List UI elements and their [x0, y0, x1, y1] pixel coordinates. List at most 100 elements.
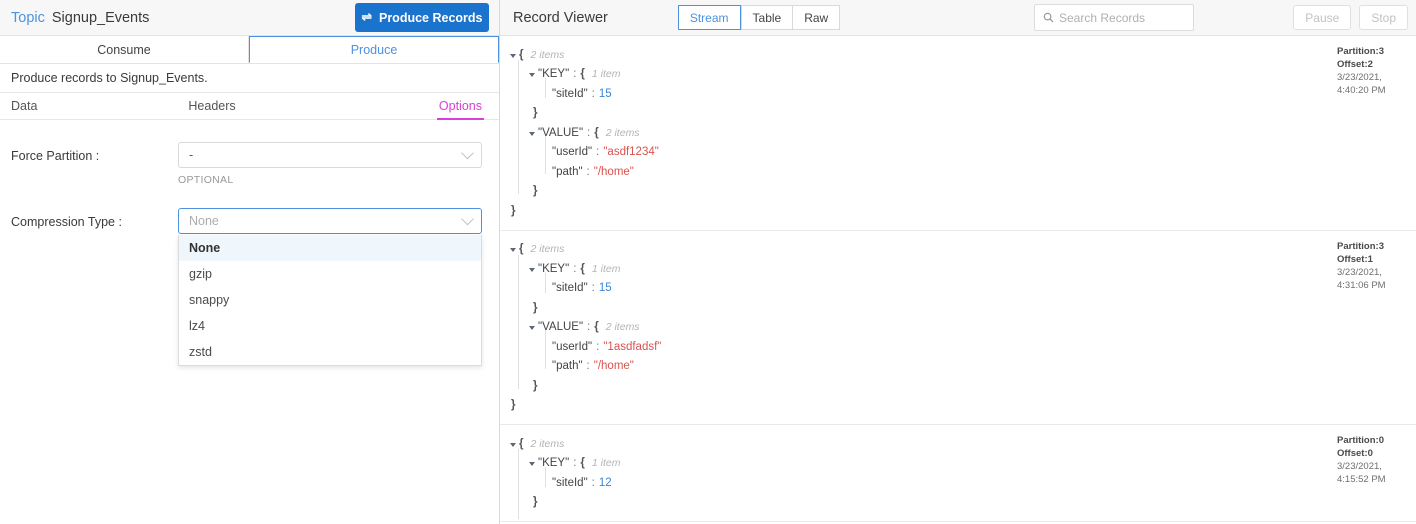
collapse-triangle-icon[interactable]: [510, 53, 516, 58]
compression-type-select[interactable]: None: [178, 208, 482, 234]
indent-guide: [518, 60, 519, 194]
dropdown-option-snappy[interactable]: snappy: [189, 293, 230, 307]
tab-raw[interactable]: Raw: [792, 5, 841, 30]
subtab-options[interactable]: Options: [436, 93, 485, 120]
record-offset: Offset:1: [1337, 253, 1373, 265]
search-records-input[interactable]: Search Records: [1034, 4, 1194, 31]
brace: }: [511, 204, 516, 217]
record-json: { 2 items "KEY" : { 1 item "siteId" : 15: [500, 240, 1416, 416]
colon: :: [573, 457, 577, 470]
json-line-root[interactable]: { 2 items: [500, 240, 1416, 260]
json-value: "1asdfadsf": [603, 340, 662, 353]
record-row[interactable]: { 2 items "KEY" : { 1 item "siteId" : 15: [500, 36, 1416, 231]
produce-records-label: Produce Records: [378, 10, 483, 25]
stop-button[interactable]: Stop: [1359, 5, 1408, 30]
json-key: "KEY": [538, 68, 570, 81]
collapse-triangle-icon[interactable]: [529, 462, 535, 467]
collapse-triangle-icon[interactable]: [510, 442, 516, 447]
produce-description: Produce records to Signup_Events.: [0, 64, 499, 93]
colon: :: [591, 476, 595, 489]
brace: }: [533, 107, 538, 120]
brace: {: [519, 48, 524, 61]
subtab-data[interactable]: Data: [11, 99, 38, 113]
collapse-triangle-icon[interactable]: [529, 73, 535, 78]
item-count: 2 items: [605, 126, 640, 139]
compression-type-dropdown: None gzip snappy lz4 zstd: [178, 235, 482, 366]
json-line-root[interactable]: { 2 items: [500, 45, 1416, 65]
tab-consume[interactable]: Consume: [0, 36, 249, 63]
force-partition-select[interactable]: -: [178, 142, 482, 168]
json-line-root[interactable]: { 2 items: [500, 434, 1416, 454]
json-line-close: }: [500, 298, 1416, 318]
json-line-userid: "userId" : "1asdfadsf": [500, 337, 1416, 357]
force-partition-hint: OPTIONAL: [178, 174, 234, 186]
json-line-value[interactable]: "VALUE" : { 2 items: [500, 318, 1416, 338]
stream-controls: Pause Stop: [1293, 5, 1408, 30]
json-line-value[interactable]: "VALUE" : { 2 items: [500, 123, 1416, 143]
item-count: 2 items: [605, 321, 640, 334]
compression-type-row: Compression Type : None None gzip snappy…: [11, 208, 482, 366]
topic-header: Topic Signup_Events ⇌ Produce Records: [0, 0, 499, 36]
tab-produce[interactable]: Produce: [249, 36, 499, 63]
json-line-key[interactable]: "KEY" : { 1 item: [500, 65, 1416, 85]
json-value: "asdf1234": [603, 146, 659, 159]
record-date: 3/23/2021,: [1337, 461, 1382, 472]
record-metadata: Partition:3 Offset:2 3/23/2021, 4:40:20 …: [1337, 45, 1395, 97]
dropdown-option-lz4[interactable]: lz4: [189, 319, 205, 333]
tab-table[interactable]: Table: [740, 5, 793, 30]
brace: {: [519, 243, 524, 256]
topic-breadcrumb-link[interactable]: Topic: [11, 9, 45, 26]
collapse-triangle-icon[interactable]: [510, 248, 516, 253]
json-key: "VALUE": [538, 321, 584, 334]
indent-guide: [545, 134, 546, 174]
item-count: 2 items: [530, 48, 565, 61]
record-offset: Offset:0: [1337, 448, 1373, 459]
produce-records-button[interactable]: ⇌ Produce Records: [355, 3, 489, 32]
chevron-down-icon: [461, 146, 474, 160]
dropdown-option-none[interactable]: None: [179, 235, 481, 261]
json-key: "path": [552, 165, 583, 178]
json-line-close: }: [500, 376, 1416, 396]
json-key: "siteId": [552, 282, 588, 295]
produce-subtabs: Data Headers Options: [0, 93, 499, 120]
record-time: 4:40:20 PM: [1337, 85, 1386, 96]
records-list[interactable]: { 2 items "KEY" : { 1 item "siteId" : 15: [500, 36, 1416, 524]
record-row[interactable]: { 2 items "KEY" : { 1 item "siteId" : 15: [500, 231, 1416, 425]
indent-guide: [518, 449, 519, 519]
collapse-triangle-icon[interactable]: [529, 131, 535, 136]
record-partition: Partition:0: [1337, 435, 1384, 446]
brace: {: [594, 321, 599, 334]
brace: {: [580, 68, 585, 81]
record-row[interactable]: { 2 items "KEY" : { 1 item "siteId" : 12: [500, 425, 1416, 522]
record-viewer-panel: Record Viewer Stream Table Raw Search Re…: [500, 0, 1416, 524]
options-form: Force Partition : - OPTIONAL Compression…: [0, 120, 499, 366]
json-line-path: "path" : "/home": [500, 162, 1416, 182]
colon: :: [573, 68, 577, 81]
json-key: "KEY": [538, 262, 570, 275]
collapse-triangle-icon[interactable]: [529, 267, 535, 272]
json-line-close: }: [500, 182, 1416, 202]
compression-type-value: None: [189, 214, 219, 228]
brace: }: [533, 301, 538, 314]
json-line-key[interactable]: "KEY" : { 1 item: [500, 454, 1416, 474]
indent-guide: [545, 78, 546, 98]
item-count: 2 items: [530, 243, 565, 256]
search-placeholder: Search Records: [1059, 10, 1146, 25]
chevron-down-icon: [461, 212, 474, 226]
dropdown-option-zstd[interactable]: zstd: [189, 345, 212, 359]
compression-type-control: None None gzip snappy lz4 zstd: [178, 208, 482, 366]
json-value: 12: [598, 476, 612, 489]
collapse-triangle-icon[interactable]: [529, 326, 535, 331]
json-value: 15: [598, 282, 612, 295]
item-count: 2 items: [530, 437, 565, 450]
pause-button[interactable]: Pause: [1293, 5, 1352, 30]
subtab-headers[interactable]: Headers: [188, 99, 236, 113]
colon: :: [587, 126, 591, 139]
record-partition: Partition:3: [1337, 240, 1384, 252]
record-partition: Partition:3: [1337, 46, 1384, 57]
tab-stream[interactable]: Stream: [677, 5, 741, 30]
record-date: 3/23/2021,: [1337, 266, 1382, 278]
json-value: 15: [598, 87, 612, 100]
dropdown-option-gzip[interactable]: gzip: [189, 267, 212, 281]
json-line-key[interactable]: "KEY" : { 1 item: [500, 259, 1416, 279]
